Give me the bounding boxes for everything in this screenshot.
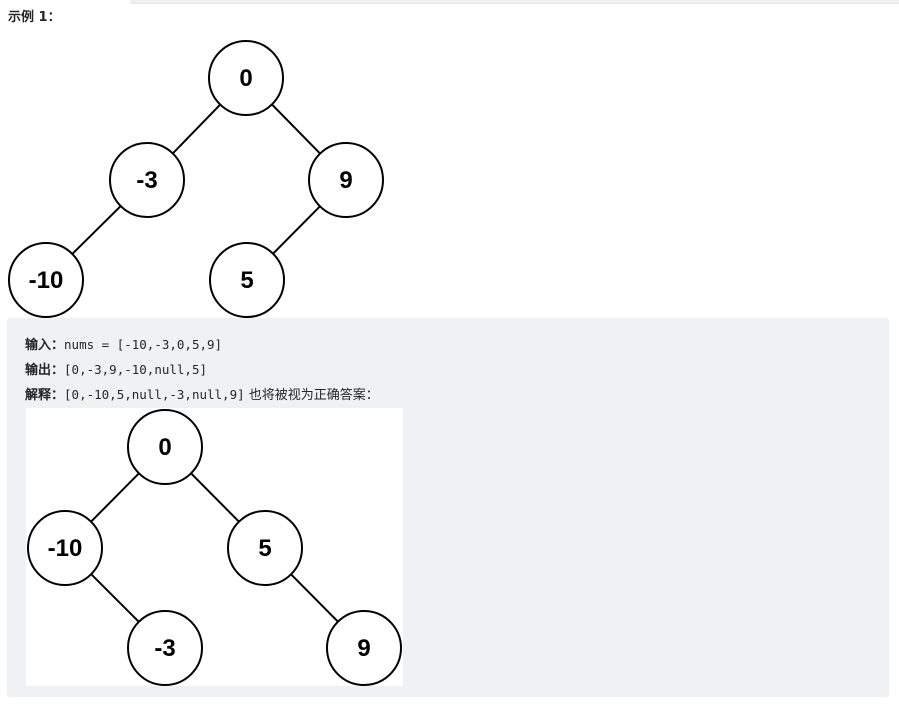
tree-edge xyxy=(90,573,140,623)
output-label: 输出： xyxy=(25,363,65,378)
input-label: 输入： xyxy=(25,338,65,353)
explain-text: 也将被视为正确答案： xyxy=(244,388,379,403)
tree-edge xyxy=(290,573,339,623)
tree-node-circle xyxy=(308,142,384,218)
tree-node: -3 xyxy=(127,610,203,686)
tree-node-circle xyxy=(208,40,284,116)
tree-node: 5 xyxy=(227,510,303,586)
tree-node-label: 9 xyxy=(357,635,370,662)
alt-tree-image: 0 -10 5 -3 9 xyxy=(26,408,403,686)
tree-node-circle xyxy=(209,242,285,318)
tree-node-label: -3 xyxy=(136,167,157,194)
tree-edge xyxy=(172,103,221,155)
example-box: 输入：nums = [-10,-3,0,5,9] 输出：[0,-3,9,-10,… xyxy=(7,318,889,697)
tree-node-label: 0 xyxy=(158,434,171,461)
tree-node-circle xyxy=(326,610,402,686)
example-heading: 示例 1： xyxy=(8,10,61,25)
tree-node: 0 xyxy=(208,40,284,116)
tree-node: 0 xyxy=(127,409,203,485)
tree-edge xyxy=(190,472,240,523)
tree-node: 9 xyxy=(326,610,402,686)
tree-edge xyxy=(90,472,140,523)
output-value: [0,-3,9,-10,null,5] xyxy=(64,362,208,377)
explain-line: 解释：[0,-10,5,null,-3,null,9] 也将被视为正确答案： xyxy=(25,384,379,403)
tree-node: -10 xyxy=(8,242,84,318)
tree-node-circle xyxy=(227,510,303,586)
tree-node: -3 xyxy=(109,142,185,218)
tree-node-circle xyxy=(127,409,203,485)
input-line: 输入：nums = [-10,-3,0,5,9] xyxy=(25,334,222,353)
tree-node-label: -10 xyxy=(29,267,64,294)
output-line: 输出：[0,-3,9,-10,null,5] xyxy=(25,359,207,378)
tree-node-label: 5 xyxy=(240,267,253,294)
tree-node-circle xyxy=(109,142,185,218)
tree-node-circle xyxy=(27,510,103,586)
tree-edge xyxy=(272,205,321,255)
tree-node: 9 xyxy=(308,142,384,218)
tree-node-label: 5 xyxy=(258,535,271,562)
tree-node-label: -3 xyxy=(154,635,175,662)
tree-diagram-alternative: 0 -10 5 -3 9 xyxy=(27,409,402,686)
tree-node-label: 9 xyxy=(339,167,352,194)
tree-node-circle xyxy=(8,242,84,318)
tree-node-label: -10 xyxy=(48,535,83,562)
tree-node: 5 xyxy=(209,242,285,318)
tree-edge xyxy=(71,205,122,255)
tree-node-circle xyxy=(127,610,203,686)
tree-diagram-output: 0 -3 9 -10 5 xyxy=(8,40,384,318)
explain-label: 解释： xyxy=(25,388,65,403)
input-value: nums = [-10,-3,0,5,9] xyxy=(64,337,223,352)
tree-node-label: 0 xyxy=(239,65,252,92)
tree-edge xyxy=(271,103,321,155)
tree-node: -10 xyxy=(27,510,103,586)
explain-value: [0,-10,5,null,-3,null,9] xyxy=(64,387,245,402)
top-divider xyxy=(130,0,899,4)
